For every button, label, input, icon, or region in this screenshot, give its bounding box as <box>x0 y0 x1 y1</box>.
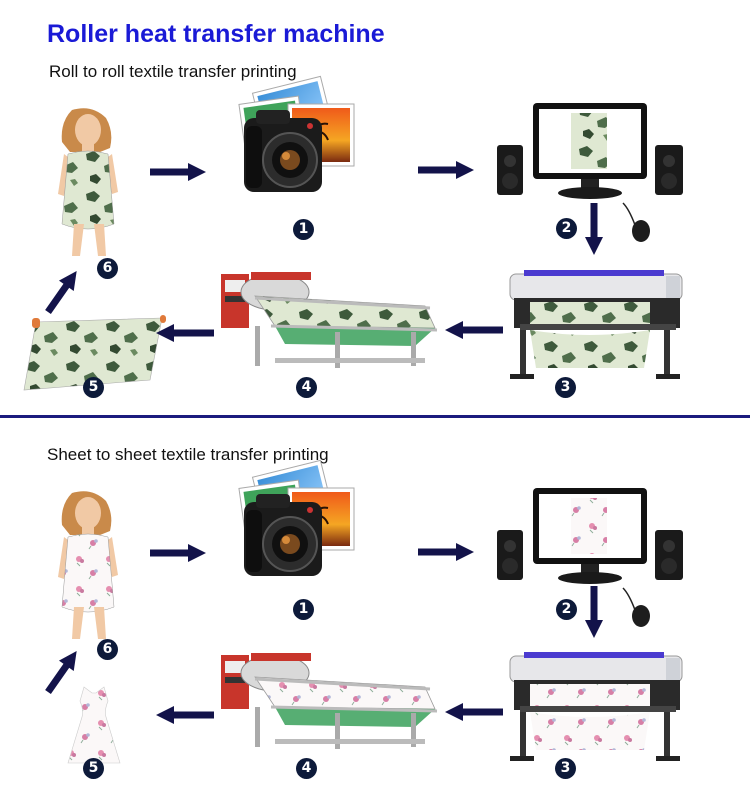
woman-in-dress-image <box>58 491 118 639</box>
step-number-3: 3 <box>555 758 576 779</box>
arrow-left-icon <box>156 706 214 724</box>
step-number-5: 5 <box>83 758 104 779</box>
arrow-left-icon <box>445 321 503 339</box>
camera-with-photos-image <box>238 75 355 192</box>
step-number-1: 1 <box>293 599 314 620</box>
step-number-3: 3 <box>555 377 576 398</box>
arrow-right-icon <box>418 161 474 179</box>
arrow-right-icon <box>418 543 474 561</box>
step-number-5: 5 <box>83 377 104 398</box>
arrow-down-icon <box>585 586 603 638</box>
section-subtitle: Sheet to sheet textile transfer printing <box>47 445 329 464</box>
step-number-2: 2 <box>556 599 577 620</box>
printed-garment-image <box>67 686 121 764</box>
camera-with-photos-image <box>238 459 355 576</box>
step-number-4: 4 <box>296 377 317 398</box>
computer-monitor-speakers-image <box>497 488 683 627</box>
large-format-printer-image <box>509 270 683 379</box>
arrow-down-icon <box>585 203 603 255</box>
arrow-right-icon <box>150 544 206 562</box>
roller-heat-transfer-machine-image <box>221 272 438 368</box>
section-roll-to-roll: Roll to roll textile transfer printing <box>0 0 750 398</box>
computer-monitor-speakers-image <box>497 103 683 242</box>
printed-fabric-roll-image <box>23 315 166 391</box>
arrow-left-icon <box>156 324 214 342</box>
roller-heat-transfer-machine-image <box>221 653 438 749</box>
page-title: Roller heat transfer machine <box>47 20 385 48</box>
step-number-1: 1 <box>293 219 314 240</box>
large-format-printer-image <box>509 652 683 761</box>
section-sheet-to-sheet: Sheet to sheet textile transfer printing <box>0 385 750 779</box>
arrow-up-icon <box>45 651 77 695</box>
arrow-up-icon <box>45 271 77 315</box>
step-number-2: 2 <box>556 218 577 239</box>
section-subtitle: Roll to roll textile transfer printing <box>49 62 297 81</box>
woman-in-dress-image <box>58 108 118 256</box>
step-number-6: 6 <box>97 258 118 279</box>
section-divider <box>0 415 750 418</box>
arrow-left-icon <box>445 703 503 721</box>
step-number-6: 6 <box>97 639 118 660</box>
arrow-right-icon <box>150 163 206 181</box>
step-number-4: 4 <box>296 758 317 779</box>
